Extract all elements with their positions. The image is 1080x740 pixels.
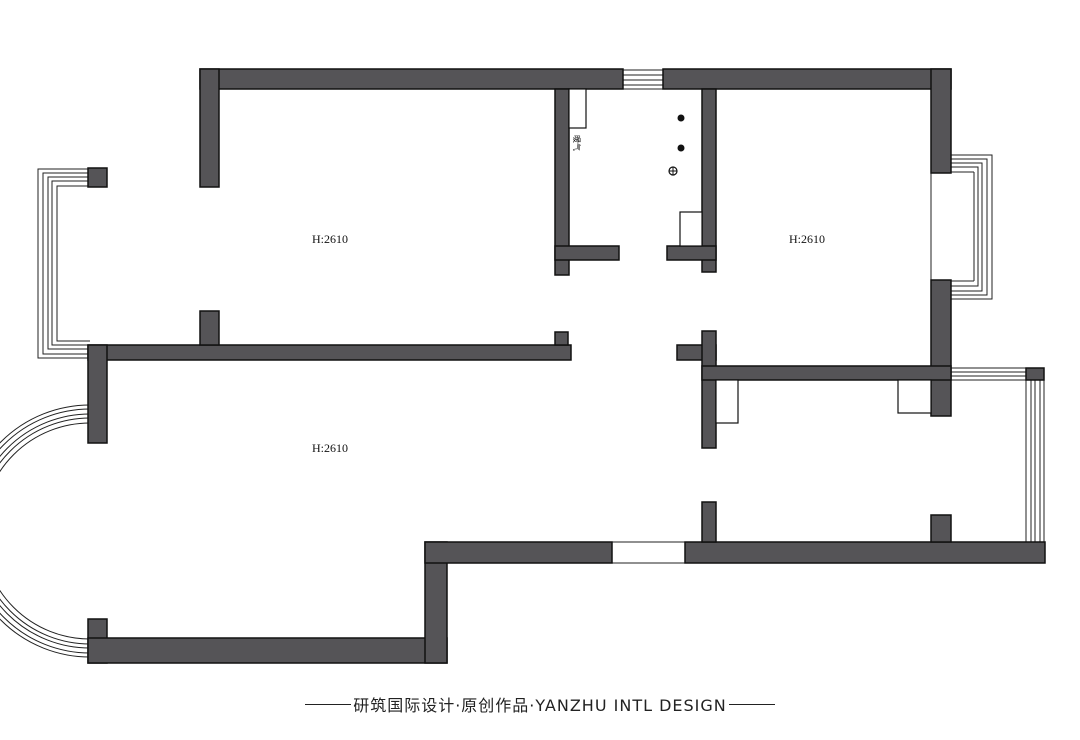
footer-rule-right	[728, 703, 775, 705]
room-height-label: H:2610	[312, 441, 348, 455]
window-curved-bay	[0, 404, 91, 658]
floor-drain-icon	[668, 166, 678, 176]
window-bottom	[612, 541, 685, 564]
room-height-label: H:2610	[312, 232, 348, 246]
room-height-label: H:2610	[789, 232, 825, 246]
heater-unit	[568, 88, 587, 129]
window-right-bay	[930, 154, 993, 300]
outlet-dot-icon	[677, 144, 685, 152]
heater-label: 暖气	[572, 135, 582, 151]
outlet-dot-icon	[677, 114, 685, 122]
window-top	[623, 69, 663, 90]
kitchen-fixtures	[568, 88, 703, 247]
footer-text: 研筑国际设计·原创作品·YANZHU INTL DESIGN	[353, 696, 727, 715]
cabinet-unit	[679, 211, 703, 247]
cabinet-unit	[715, 379, 739, 424]
cabinet-unit	[897, 379, 932, 414]
footer-credit: 研筑国际设计·原创作品·YANZHU INTL DESIGN	[0, 692, 1080, 716]
window-left-bay	[37, 168, 107, 359]
walls	[87, 68, 1046, 664]
window-right-balcony	[950, 367, 1045, 542]
footer-rule-left	[305, 703, 352, 705]
